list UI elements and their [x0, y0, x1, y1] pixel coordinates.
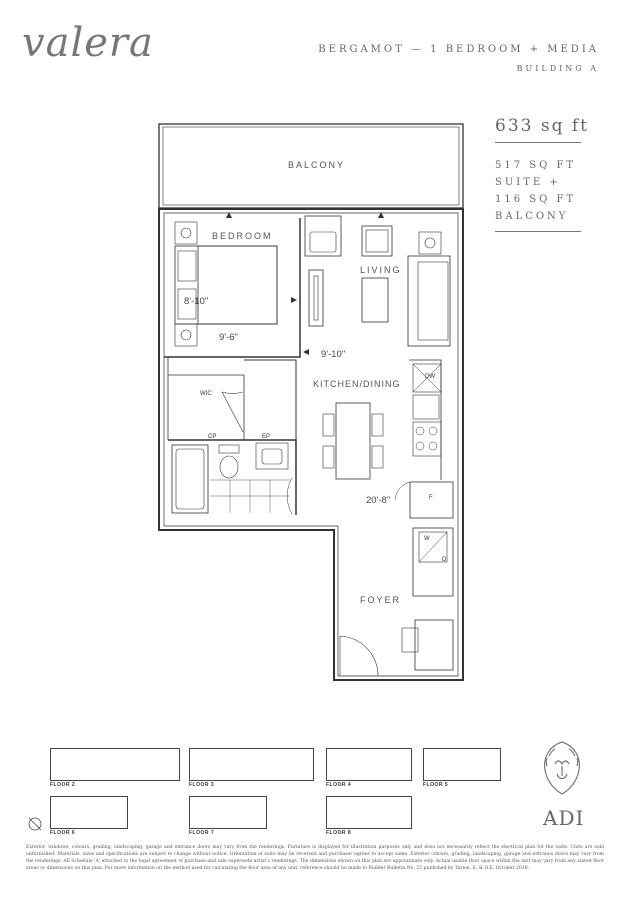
key-plan-label: FLOOR 3 [189, 782, 215, 788]
suite-area-value: 517 sq ft [495, 160, 577, 171]
key-plan-label: FLOOR 2 [50, 782, 76, 788]
label-washer: W [424, 536, 430, 542]
key-plan-label: FLOOR 8 [326, 830, 352, 836]
area-divider-top [495, 142, 581, 143]
key-plan-floor-6 [50, 796, 128, 829]
north-arrow-icon [28, 817, 42, 831]
floor-plan [158, 123, 464, 681]
label-dishwasher: DW [425, 374, 435, 380]
key-plan-floor-8 [326, 796, 412, 829]
room-label-bedroom: BEDROOM [212, 231, 273, 241]
label-wic: WIC [200, 391, 212, 397]
total-area: 633 sq ft [495, 116, 589, 136]
key-plan-floor-7 [189, 796, 267, 829]
suite-title: BERGAMOT — 1 BEDROOM + MEDIA [318, 44, 599, 55]
dimension-living-width: 9'-10" [321, 349, 346, 360]
label-fridge: F [429, 495, 433, 501]
adi-lion-crest-icon [544, 741, 580, 795]
suite-area-label: suite + [495, 177, 561, 188]
key-plan-floor-3 [189, 748, 314, 781]
valera-logo: valera [22, 20, 154, 66]
key-plan-floor-5 [423, 748, 501, 781]
key-plan-floor-4 [326, 748, 412, 781]
room-label-living: LIVING [360, 265, 402, 275]
key-plan-floor-2 [50, 748, 180, 781]
building-label: BUILDING A [516, 64, 599, 73]
developer-logo-text: ADI [543, 806, 585, 830]
legal-disclaimer: Exterior, windows, colours, grading, lan… [26, 845, 604, 871]
label-ep: EP [262, 434, 271, 440]
room-label-balcony: BALCONY [288, 160, 346, 170]
key-plan-label: FLOOR 4 [326, 782, 352, 788]
key-plan-label: FLOOR 6 [50, 830, 76, 836]
dimension-bedroom-depth: 9'-6" [219, 332, 238, 343]
room-label-foyer: FOYER [360, 595, 402, 605]
area-divider-bottom [495, 231, 581, 232]
key-plan-label: FLOOR 5 [423, 782, 449, 788]
dimension-bedroom-width: 8'-10" [184, 296, 209, 307]
balcony-area-value: 116 sq ft [495, 194, 577, 205]
label-cp: CP [208, 434, 217, 440]
dimension-kitchen-length: 20'-8" [366, 495, 391, 506]
label-dryer: D [442, 557, 447, 563]
balcony-area-label: balcony [495, 211, 569, 222]
key-plan-label: FLOOR 7 [189, 830, 215, 836]
room-label-kitchen-dining: KITCHEN/DINING [313, 379, 401, 389]
